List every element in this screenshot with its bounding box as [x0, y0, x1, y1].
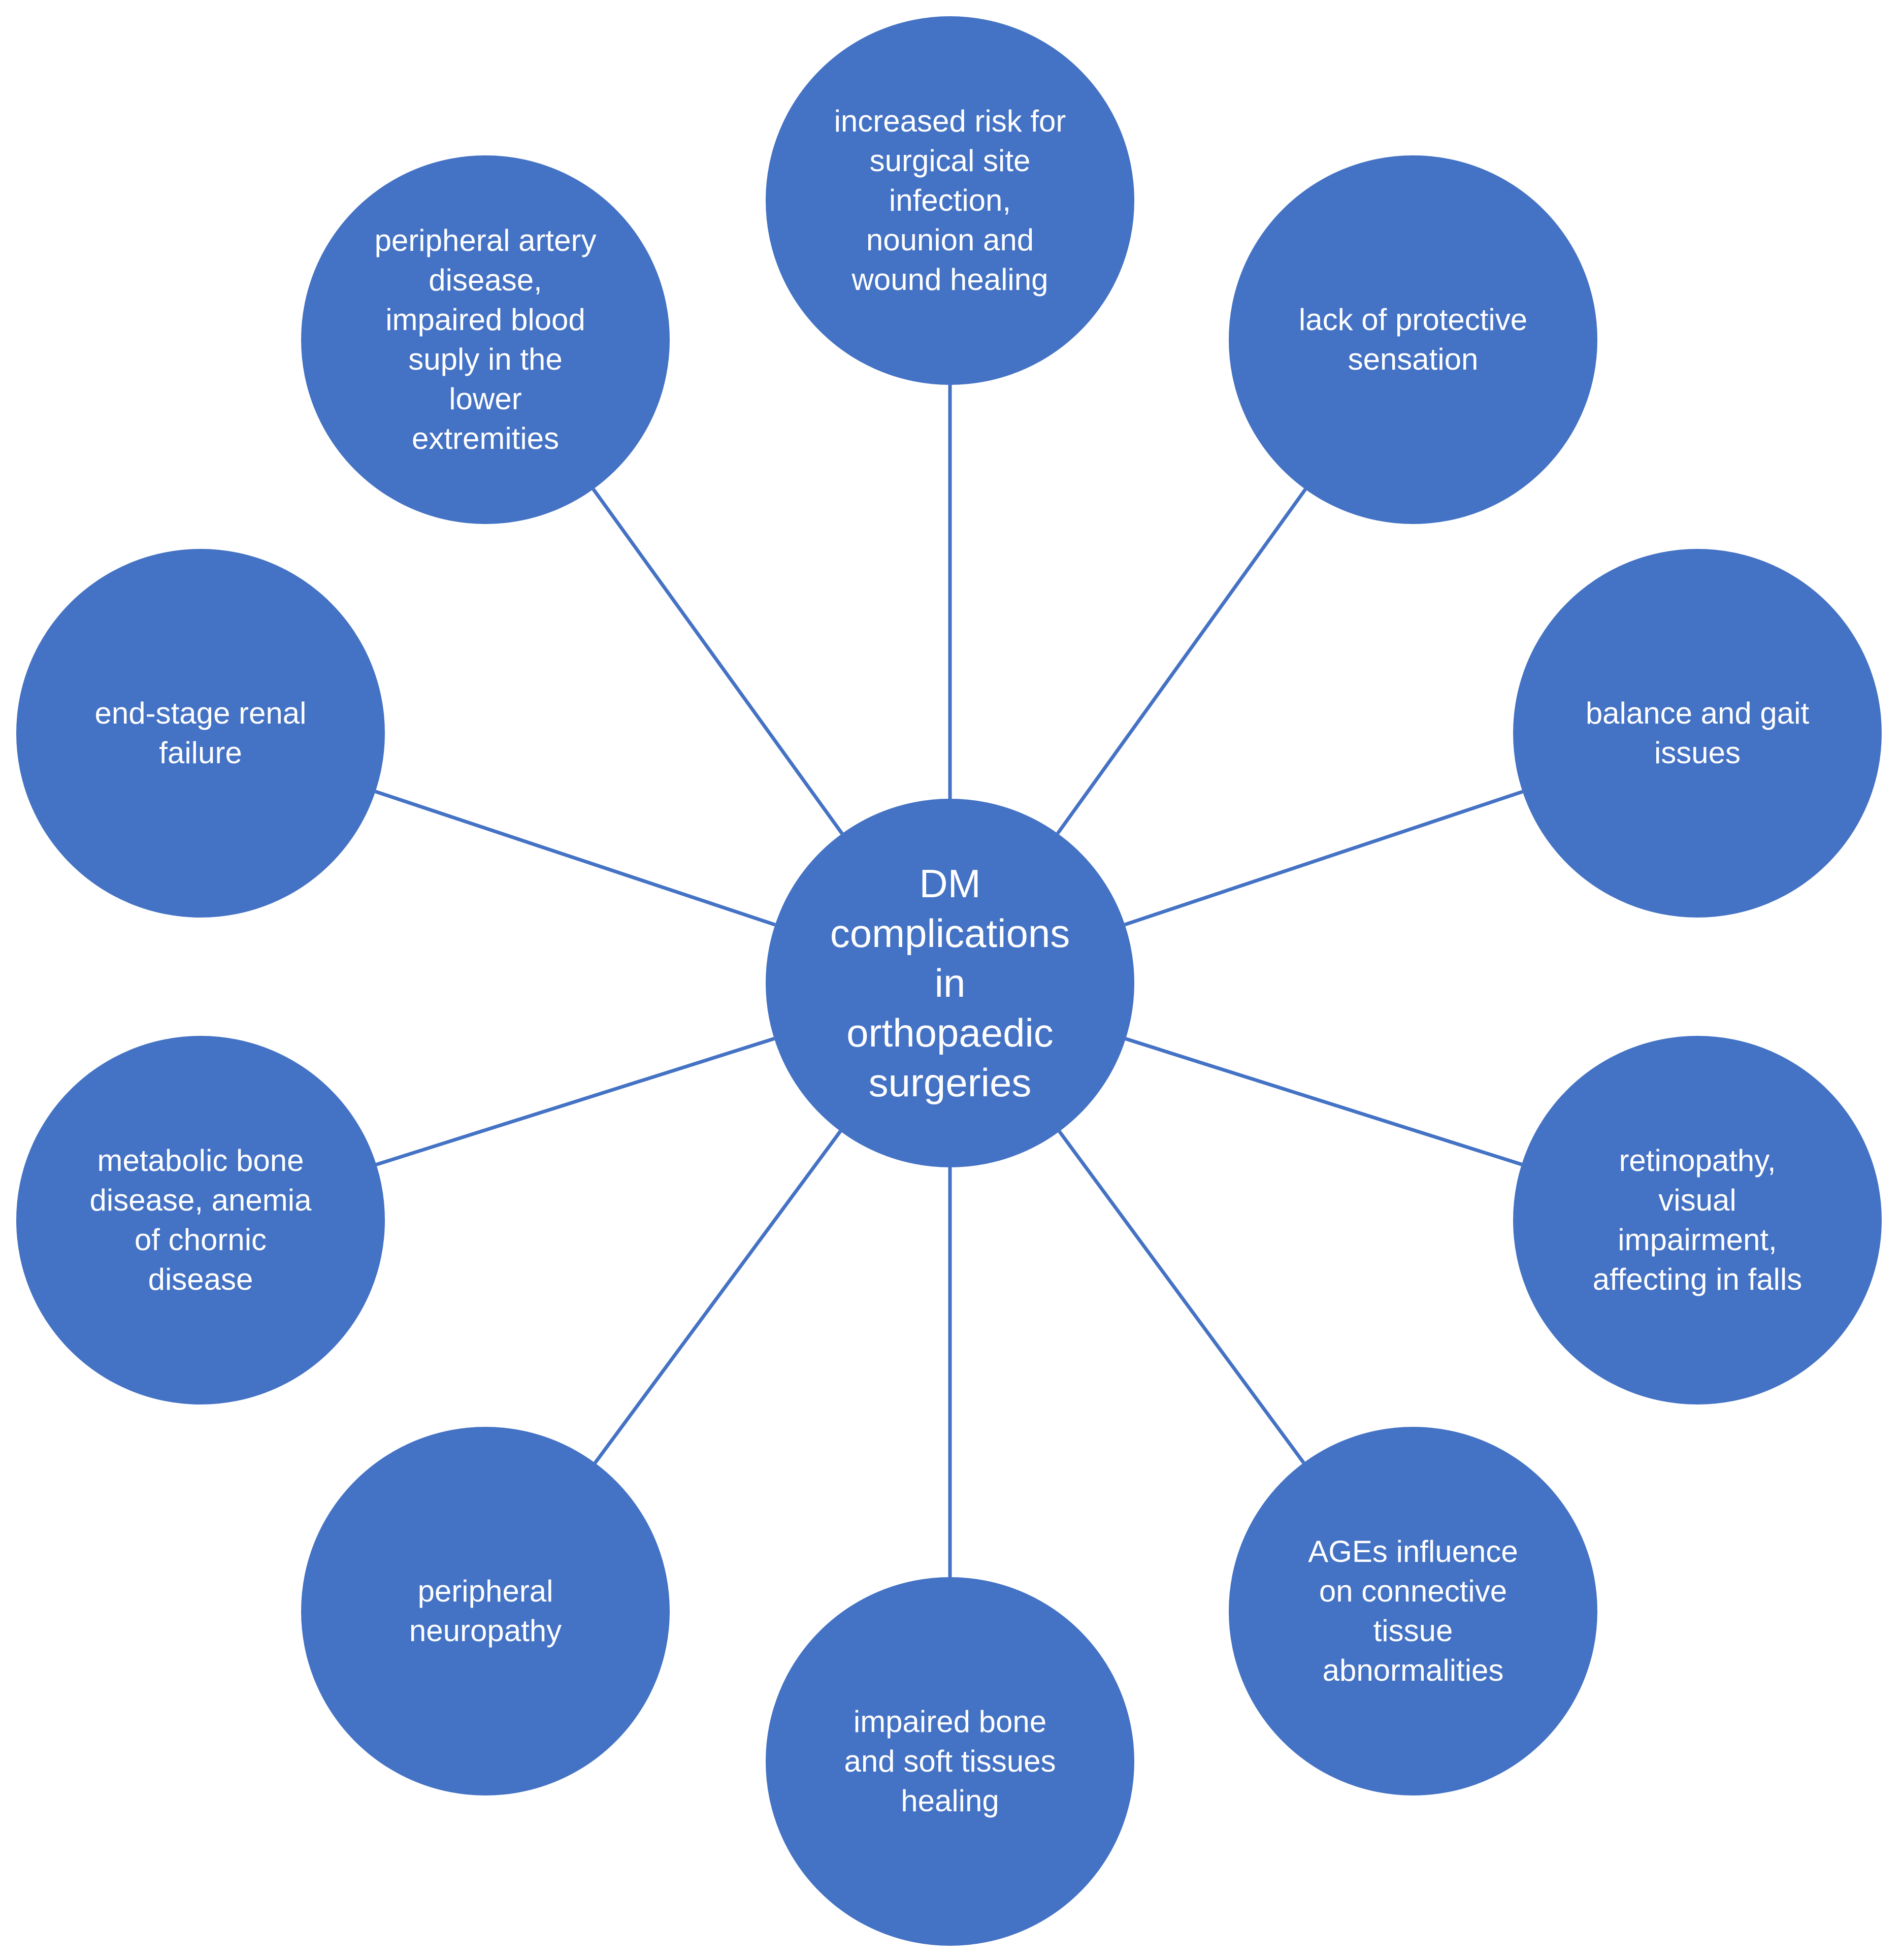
node-peripheral-artery: peripheral artery disease, impaired bloo… — [301, 155, 670, 524]
node-label: metabolic bone disease, anemia of chorni… — [89, 1144, 312, 1296]
connector-line — [1058, 1130, 1305, 1464]
connector-line — [376, 1037, 775, 1166]
node-surgical-site: increased risk for surgical site infecti… — [766, 16, 1134, 385]
node-bone-healing: impaired bone and soft tissues healing — [766, 1577, 1134, 1946]
node-protective-sensation: lack of protective sensation — [1229, 155, 1597, 524]
connector-line — [1124, 790, 1523, 927]
node-retinopathy: retinopathy, visual impairment, affectin… — [1513, 1036, 1882, 1404]
node-label: AGEs influence on connective tissue abno… — [1308, 1534, 1518, 1687]
center-node-label: DM complications in orthopaedic surgerie… — [830, 861, 1070, 1105]
node-balance-gait: balance and gait issues — [1513, 549, 1882, 918]
node-ages-influence: AGEs influence on connective tissue abno… — [1229, 1427, 1597, 1795]
connector-line — [1056, 488, 1307, 835]
connector-line — [594, 1130, 842, 1464]
connector-line — [592, 488, 844, 835]
node-label: lack of protective sensation — [1298, 303, 1528, 376]
node-renal-failure: end-stage renal failure — [16, 549, 385, 918]
connector-line — [1125, 1037, 1523, 1166]
node-label: balance and gait issues — [1585, 696, 1810, 770]
node-metabolic-bone: metabolic bone disease, anemia of chorni… — [16, 1036, 385, 1404]
node-label: impaired bone and soft tissues healing — [844, 1705, 1056, 1818]
node-label: peripheral neuropathy — [409, 1574, 562, 1648]
center-node: DM complications in orthopaedic surgerie… — [766, 799, 1134, 1167]
node-label: peripheral artery disease, impaired bloo… — [374, 223, 597, 455]
node-label: increased risk for surgical site infecti… — [834, 104, 1066, 297]
connector-line — [375, 790, 776, 927]
node-label: retinopathy, visual impairment, affectin… — [1592, 1144, 1802, 1296]
node-peripheral-neuropathy: peripheral neuropathy — [301, 1427, 670, 1795]
node-label: end-stage renal failure — [94, 696, 307, 770]
